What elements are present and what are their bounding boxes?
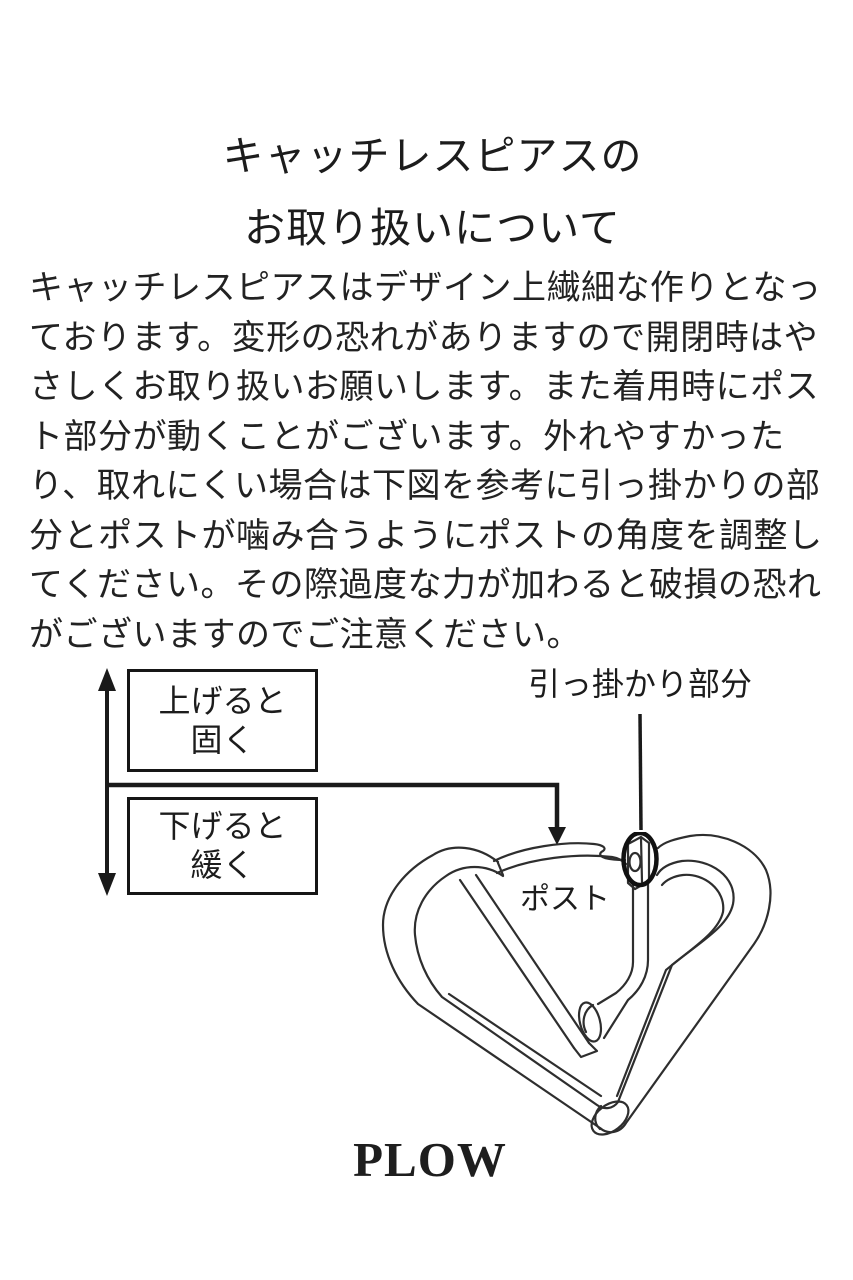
up-arrow-icon [98, 668, 116, 691]
brand-logo: PLOW [353, 1132, 507, 1187]
hook-part-label: 引っ掛かり部分 [527, 666, 752, 702]
earring-left-bar-edge2 [474, 873, 591, 1045]
page-title-line1: キャッチレスピアスの [222, 133, 643, 179]
catch-highlight-ellipse [621, 832, 659, 888]
connector-line-to-post [105, 782, 560, 829]
hook-pointer-line [638, 713, 643, 831]
down-arrow-to-post-icon [548, 827, 566, 845]
diagram-connector-lines [98, 668, 643, 896]
earring-depth-line-right [615, 873, 725, 1098]
loosen-box-line1: 下げると [158, 808, 287, 844]
loosen-box-line2: 緩く [190, 847, 255, 883]
earring-right-bar-endcap-inner [582, 1003, 595, 1034]
tighten-box-line1: 上げると [158, 682, 287, 719]
earring-catch-hole [628, 851, 642, 873]
post-label: ポスト [520, 883, 610, 916]
earring-depth-line-left [447, 992, 603, 1098]
earring-tip-cap-inner [594, 1104, 603, 1131]
earring-post-top-edge [492, 842, 627, 863]
earring-catch-plate-bevel [639, 836, 644, 884]
earring-right-bar-edge2 [602, 881, 650, 1040]
earring-right-bar-edge1 [596, 883, 635, 1006]
loosen-box: 下げると 緩く [127, 797, 318, 895]
tighten-box: 上げると 固く [127, 669, 318, 772]
body-paragraph: キャッチレスピアスはデザイン上繊細な作りとなっております。変形の恐れがありますの… [29, 269, 823, 654]
earring-inner-outline [413, 859, 735, 1110]
earring-illustration [381, 832, 772, 1136]
earring-left-bar-edge1 [458, 878, 576, 1050]
earring-tip-cap [590, 1100, 630, 1136]
down-arrow-icon [98, 873, 116, 896]
earring-right-bar-endcap [577, 1001, 603, 1043]
tighten-box-line2: 固く [190, 721, 255, 758]
earring-post-hinge [496, 861, 505, 877]
page-title: キャッチレスピアスの お取り扱いについて [12, 120, 853, 264]
earring-left-bar-endface [572, 1041, 599, 1059]
page-title-line2: お取り扱いについて [244, 205, 621, 251]
